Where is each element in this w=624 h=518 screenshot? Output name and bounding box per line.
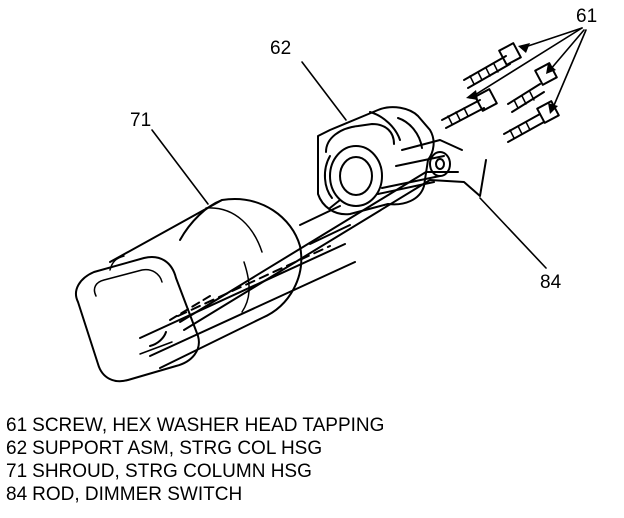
callout-84: 84 [540,272,562,293]
legend-description: SHROUD, STRG COLUMN HSG [32,461,312,482]
screw-lower-left [441,88,498,129]
screw-upper-right [507,62,558,113]
column-shaft [139,205,356,357]
leader-71 [151,129,209,205]
leader-61-a [521,27,583,49]
legend-number: 84 [6,484,28,505]
callout-71: 71 [130,110,151,131]
shroud-71 [75,198,303,383]
support-assembly-62 [317,106,463,216]
leader-61-d [551,29,587,111]
leader-61-b [469,27,583,99]
legend-number: 62 [6,438,28,459]
callout-62: 62 [270,38,291,59]
leader-84 [479,197,547,269]
leader-lines [151,27,587,269]
leader-62 [301,61,347,121]
screws-61 [441,42,560,143]
legend-description: ROD, DIMMER SWITCH [32,484,243,505]
leader-arrowheads [466,43,558,114]
leader-61-c [549,29,585,71]
screw-upper-left [463,42,522,89]
legend-description: SUPPORT ASM, STRG COL HSG [32,438,323,459]
callout-61: 61 [576,6,597,27]
legend-number: 61 [6,415,28,436]
legend-description: SCREW, HEX WASHER HEAD TAPPING [32,415,385,436]
legend-number: 71 [6,461,28,482]
